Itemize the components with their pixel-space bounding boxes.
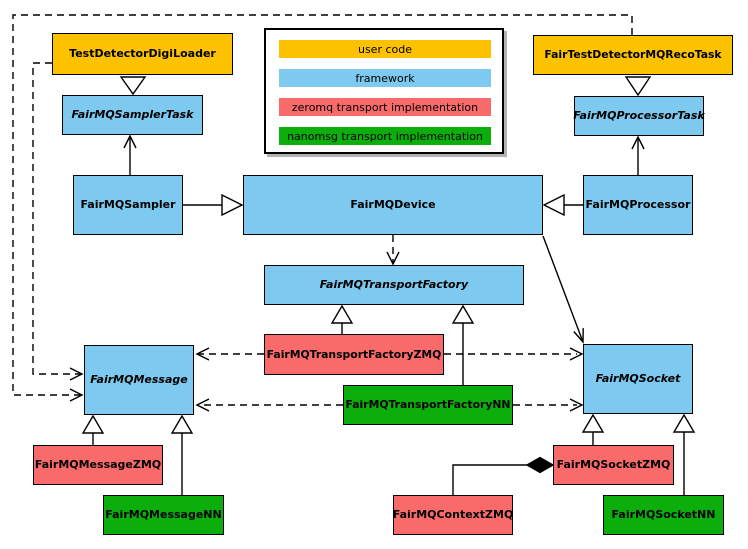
edge-inheritance-digiloader-samplertask (119, 76, 147, 96)
edge-inheritance-transportfactorynn-transportfactory (451, 304, 475, 385)
legend-item-nanomsg: nanomsg transport implementation (279, 127, 491, 145)
node-testdetectordigiloader: TestDetectorDigiLoader (52, 33, 233, 75)
edge-dependency-transportfactoryzmq-socket (444, 347, 584, 361)
edge-inheritance-sampler-device (183, 193, 244, 217)
node-fairmqtransportfactory: FairMQTransportFactory (264, 265, 524, 305)
edge-dependency-transportfactoryzmq-message (195, 347, 264, 361)
node-fairmqsocketzmq: FairMQSocketZMQ (553, 445, 674, 485)
edge-dependency-recotask-message (12, 14, 633, 402)
node-fairmqsamplertask: FairMQSamplerTask (62, 95, 203, 135)
edge-association-sampler-samplertask (123, 134, 137, 175)
node-fairmqsocket: FairMQSocket (583, 344, 693, 414)
node-fairmqdevice: FairMQDevice (243, 175, 543, 235)
edge-inheritance-messagezmq-message (81, 414, 105, 445)
node-fairmqmessagenn: FairMQMessageNN (103, 495, 224, 535)
edge-composition-contextzmq-socketzmq (452, 456, 555, 495)
node-fairmqsocketnn: FairMQSocketNN (603, 495, 724, 535)
node-fairmqprocessor: FairMQProcessor (583, 175, 693, 235)
edge-dependency-transportfactorynn-socket (513, 398, 584, 412)
legend: user code framework zeromq transport imp… (264, 28, 504, 154)
legend-item-user-code: user code (279, 40, 491, 58)
edge-dependency-digiloader-message (32, 62, 84, 381)
node-fairmqsampler: FairMQSampler (73, 175, 183, 235)
edge-inheritance-transportfactoryzmq-transportfactory (330, 304, 354, 334)
edge-inheritance-socketnn-socket (672, 413, 696, 495)
edge-association-processor-processortask (631, 135, 645, 175)
legend-item-zeromq: zeromq transport implementation (279, 98, 491, 116)
node-fairmqmessage: FairMQMessage (84, 345, 194, 415)
node-fairmqtransportfactorynn: FairMQTransportFactoryNN (343, 385, 513, 425)
legend-item-framework: framework (279, 69, 491, 87)
node-fairmqprocessortask: FairMQProcessorTask (573, 96, 705, 136)
node-fairmqtransportfactoryzmq: FairMQTransportFactoryZMQ (264, 334, 444, 375)
node-fairmqcontextzmq: FairMQContextZMQ (393, 495, 513, 535)
edge-association-device-socket (542, 235, 584, 344)
edge-inheritance-recotask-processortask (624, 76, 652, 97)
edge-dependency-transportfactorynn-message (195, 398, 343, 412)
node-fairmqmessagezmq: FairMQMessageZMQ (33, 445, 163, 485)
edge-inheritance-socketzmq-socket (581, 413, 605, 445)
edge-inheritance-messagenn-message (170, 414, 194, 495)
edge-dependency-device-transportfactory (386, 235, 400, 266)
node-fairtestdetectormqrecotask: FairTestDetectorMQRecoTask (533, 35, 733, 75)
edge-inheritance-processor-device (542, 193, 583, 217)
